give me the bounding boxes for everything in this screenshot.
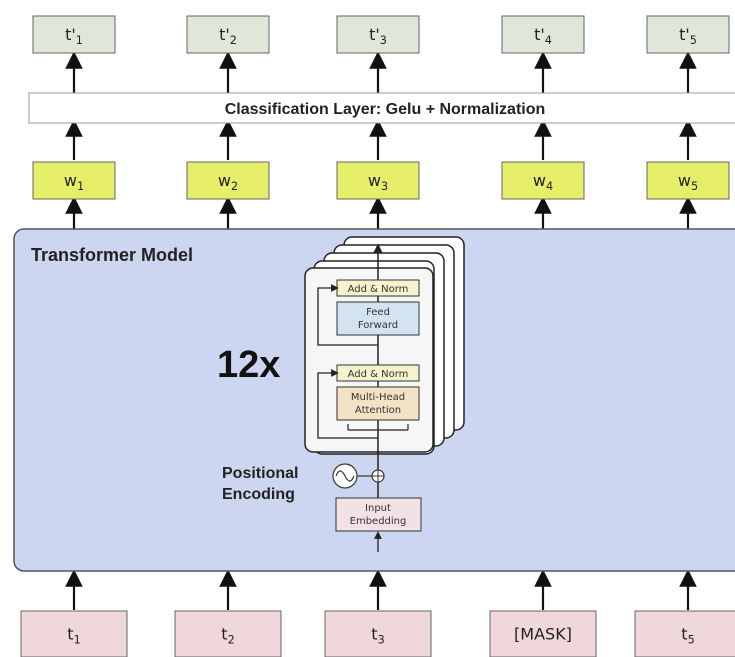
word-vector-label-2: w2 xyxy=(218,171,238,193)
input-token-label-4: [MASK] xyxy=(514,625,572,644)
classification-label: Classification Layer: Gelu + Normalizati… xyxy=(225,101,546,118)
output-token-label-2: t'2 xyxy=(219,25,237,47)
output-token-box-4 xyxy=(501,15,585,54)
word-vector-box-4 xyxy=(501,161,585,200)
input-token-box-5 xyxy=(634,610,735,657)
word-vector-label-5: w5 xyxy=(678,171,698,193)
layer-repeat-count: 12x xyxy=(217,344,280,386)
word-vector-box-3 xyxy=(336,161,420,200)
feed-forward-block xyxy=(336,301,420,336)
input-token-box-3 xyxy=(324,610,432,657)
output-token-label-5: t'5 xyxy=(679,25,697,47)
input-embedding-block xyxy=(335,497,422,532)
embedding-label-1: Input xyxy=(365,503,391,514)
output-token-label-1: t'1 xyxy=(65,25,83,47)
attention-label-1: Multi-Head xyxy=(351,392,405,403)
word-vector-box-2 xyxy=(186,161,270,200)
output-token-box-2 xyxy=(186,15,270,54)
embedding-label-2: Embedding xyxy=(350,516,407,527)
output-token-label-3: t'3 xyxy=(369,25,387,47)
multi-head-attention-block xyxy=(336,386,420,421)
add-norm-bottom-label: Add & Norm xyxy=(348,369,409,380)
attention-label-2: Attention xyxy=(355,405,401,416)
output-token-label-4: t'4 xyxy=(534,25,552,47)
input-token-box-1 xyxy=(20,610,128,657)
add-norm-top-label: Add & Norm xyxy=(348,284,409,295)
feed-forward-label-1: Feed xyxy=(366,307,390,318)
word-vector-box-5 xyxy=(646,161,730,200)
word-vector-label-1: w1 xyxy=(64,171,84,193)
sine-wave-icon xyxy=(332,463,358,489)
input-token-row: t1 t2 t3 [MASK] t5 xyxy=(20,610,735,657)
input-token-label-3: t3 xyxy=(371,625,384,647)
output-token-box-3 xyxy=(336,15,420,54)
input-token-label-1: t1 xyxy=(67,625,80,647)
word-vector-label-3: w3 xyxy=(368,171,388,193)
input-token-label-5: t5 xyxy=(681,625,694,647)
input-token-label-2: t2 xyxy=(221,625,234,647)
flow-arrows xyxy=(65,51,697,610)
add-circle-icon xyxy=(371,469,385,483)
word-vector-box-1 xyxy=(32,161,116,200)
output-token-box-5 xyxy=(646,15,730,54)
transformer-title: Transformer Model xyxy=(31,245,193,265)
input-token-box-2 xyxy=(174,610,282,657)
transformer-model: Transformer Model 12x Add & Norm Feed Fo… xyxy=(13,228,735,572)
word-vector-label-4: w4 xyxy=(533,171,553,193)
classification-layer: Classification Layer: Gelu + Normalizati… xyxy=(28,92,735,124)
input-token-box-4 xyxy=(489,610,597,657)
output-token-row: t'1 t'2 t'3 t'4 t'5 xyxy=(32,15,730,54)
encoder-stack: Add & Norm Feed Forward Add & Norm Multi… xyxy=(304,236,465,528)
feed-forward-label-2: Forward xyxy=(358,320,398,331)
output-token-box-1 xyxy=(32,15,116,54)
word-embedding-row: w1 w2 w3 w4 w5 xyxy=(32,161,730,200)
positional-label-1: Positional xyxy=(222,465,298,482)
positional-label-2: Encoding xyxy=(222,486,295,503)
